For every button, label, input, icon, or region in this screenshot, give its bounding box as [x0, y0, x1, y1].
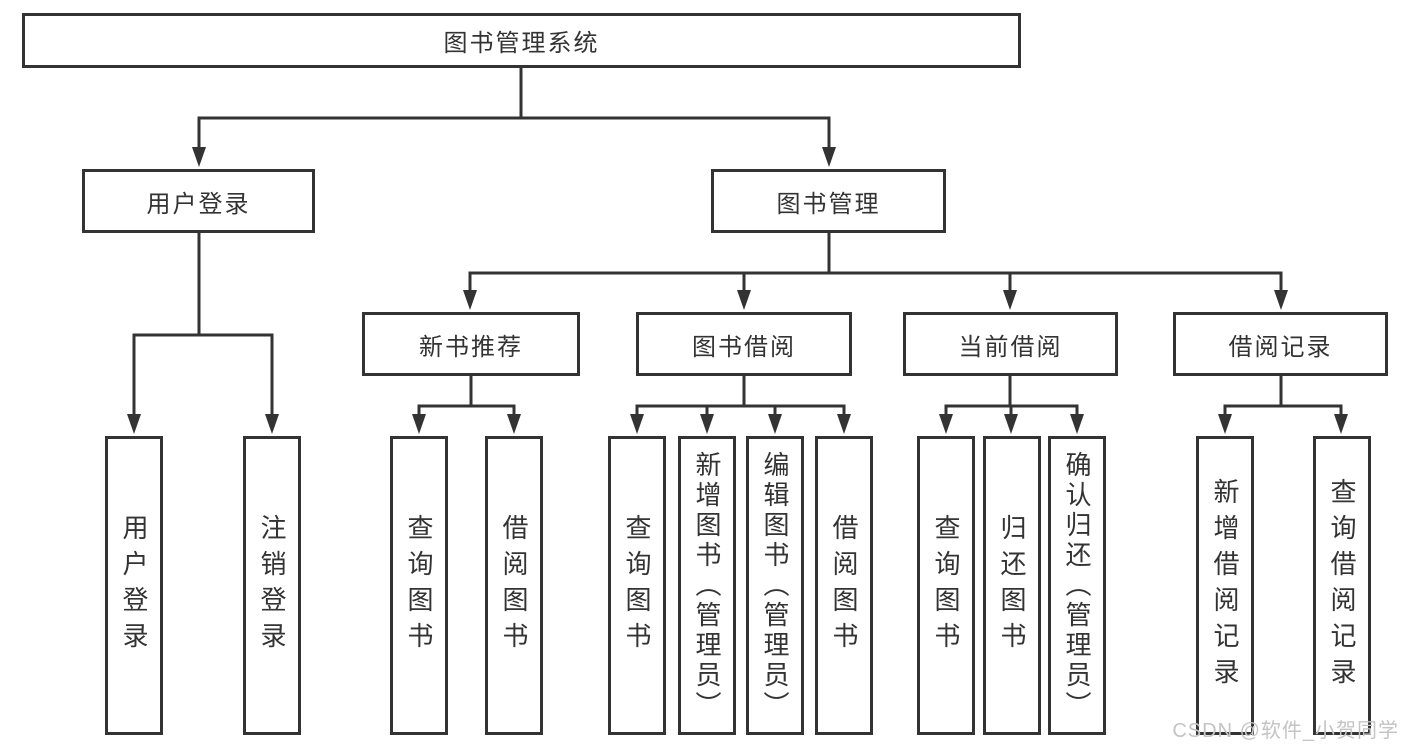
leaf-query-books-current: 查询图书	[917, 436, 975, 735]
leaf-logout: 注销登录	[243, 436, 301, 735]
leaf-confirm-return-admin: 确认归还（管理员）	[1048, 436, 1106, 735]
node-new-book-recommend: 新书推荐	[362, 312, 580, 376]
leaf-borrow-books-recommend: 借阅图书	[485, 436, 543, 735]
leaf-add-borrow-record: 新增借阅记录	[1196, 436, 1254, 735]
leaf-return-book: 归还图书	[983, 436, 1041, 735]
node-current-borrow: 当前借阅	[903, 312, 1118, 376]
leaf-query-books-recommend: 查询图书	[390, 436, 448, 735]
leaf-edit-book-admin: 编辑图书（管理员）	[746, 436, 804, 735]
leaf-query-borrow-record: 查询借阅记录	[1313, 436, 1371, 735]
leaf-borrow-books: 借阅图书	[815, 436, 873, 735]
leaf-add-book-admin: 新增图书（管理员）	[678, 436, 736, 735]
node-library-system: 图书管理系统	[22, 13, 1021, 68]
node-book-management: 图书管理	[711, 169, 946, 233]
node-user-login: 用户登录	[82, 169, 315, 233]
leaf-query-books-borrow: 查询图书	[608, 436, 666, 735]
node-borrow-records: 借阅记录	[1173, 312, 1388, 376]
leaf-user-login: 用户登录	[105, 436, 163, 735]
node-book-borrow: 图书借阅	[636, 312, 852, 376]
csdn-watermark: CSDN @软件_小贺同学	[1172, 720, 1399, 742]
